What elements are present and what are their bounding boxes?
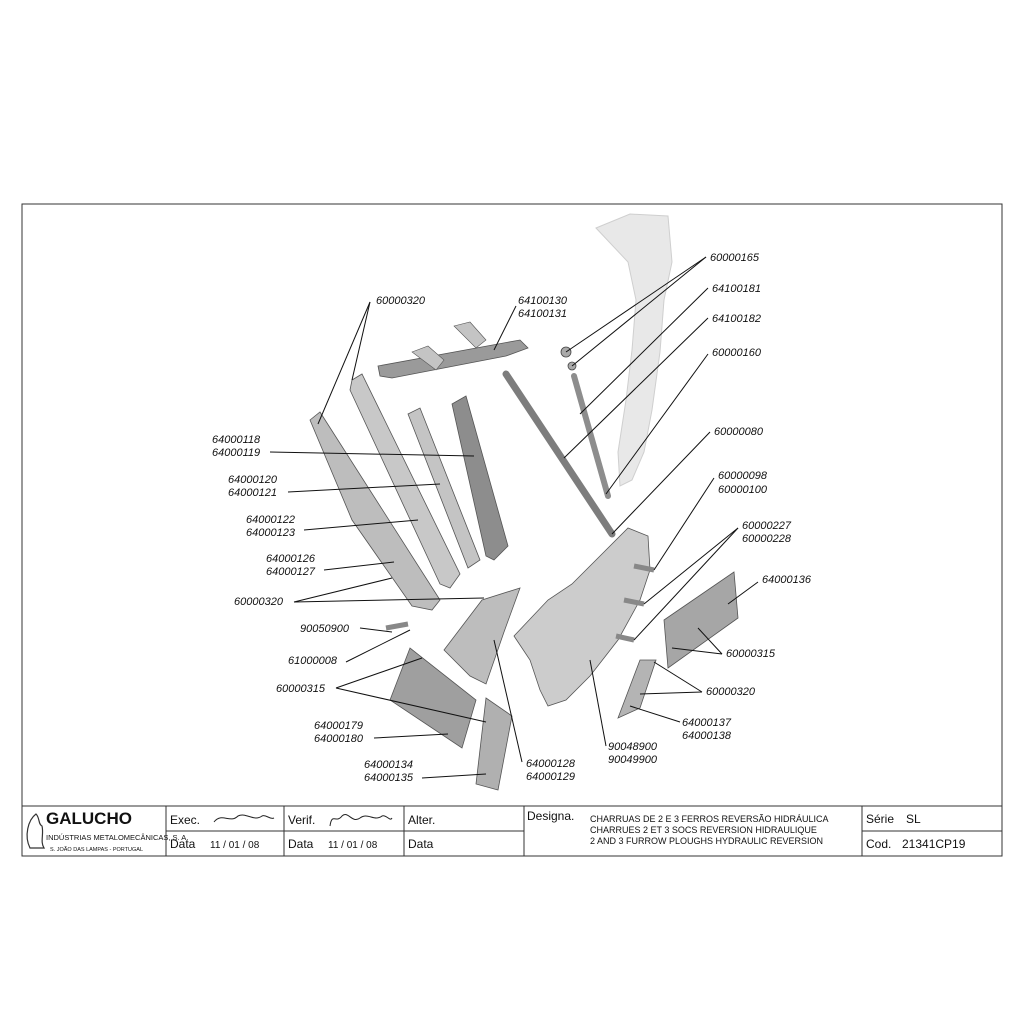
plate-64000122 [407, 407, 481, 569]
label-60000227: 60000227 [742, 520, 792, 532]
data-label-2: Data [288, 837, 314, 851]
alter-label: Alter. [408, 813, 435, 827]
label-64000180: 64000180 [314, 733, 364, 745]
leader-lines [269, 256, 759, 779]
label-64100131: 64100131 [518, 308, 567, 320]
plate-64000119-dark [451, 395, 509, 561]
designa-line-2: CHARRUES 2 ET 3 SOCS REVERSION HIDRAULIQ… [590, 825, 817, 835]
strut-rod-1 [502, 370, 616, 538]
label-90048900: 90048900 [608, 741, 658, 753]
share-64000128 [443, 587, 521, 685]
heel-64000134 [475, 697, 513, 791]
top-bracket-part [377, 339, 529, 379]
label-64000119: 64000119 [212, 447, 260, 459]
label-64000135: 64000135 [364, 772, 414, 784]
data-value-1: 11 / 01 / 08 [210, 840, 260, 851]
label-60000228: 60000228 [742, 533, 792, 545]
cod-label: Cod. [866, 837, 891, 851]
bolt-60000098 [633, 563, 655, 573]
frog-90048900 [513, 527, 651, 707]
plate-64000137 [617, 659, 657, 719]
title-block: GALUCHO INDÚSTRIAS METALOMECÂNICAS, S. A… [22, 805, 1002, 856]
label-64000138: 64000138 [682, 730, 732, 742]
plate-64000118 [309, 411, 441, 611]
part-labels: 60000165 64100181 64100182 60000160 6000… [212, 252, 812, 784]
label-64100182: 64100182 [712, 313, 761, 325]
label-64000126: 64000126 [266, 553, 316, 565]
label-60000320-left: 60000320 [234, 596, 284, 608]
data-value-2: 11 / 01 / 08 [328, 840, 378, 851]
label-60000160: 60000160 [712, 347, 762, 359]
label-64000137: 64000137 [682, 717, 732, 729]
label-64000120: 64000120 [228, 474, 278, 486]
label-90049900: 90049900 [608, 754, 658, 766]
label-64100181: 64100181 [712, 283, 761, 295]
label-60000320-right: 60000320 [706, 686, 756, 698]
label-64000118: 64000118 [212, 434, 261, 446]
label-61000008: 61000008 [288, 655, 338, 667]
rooster-icon [26, 813, 46, 849]
label-60000100: 60000100 [718, 484, 768, 496]
galucho-logo: GALUCHO INDÚSTRIAS METALOMECÂNICAS, S. A… [26, 809, 188, 853]
data-label-3: Data [408, 837, 434, 851]
label-60000315-left: 60000315 [276, 683, 326, 695]
plate-64000136 [663, 571, 739, 669]
label-60000098: 60000098 [718, 470, 768, 482]
label-64000179: 64000179 [314, 720, 363, 732]
plate-64000120 [349, 373, 461, 589]
label-64000123: 64000123 [246, 527, 296, 539]
label-60000320-top: 60000320 [376, 295, 426, 307]
label-90050900: 90050900 [300, 623, 350, 635]
bolt-60000227-a [623, 597, 645, 607]
serie-value: SL [906, 812, 921, 826]
label-60000165: 60000165 [710, 252, 760, 264]
label-64000129: 64000129 [526, 771, 575, 783]
data-label-1: Data [170, 837, 196, 851]
ghost-frame-part [595, 213, 673, 487]
top-bracket-ear-left [411, 345, 445, 371]
designa-line-1: CHARRUAS DE 2 E 3 FERROS REVERSÃO HIDRÁU… [590, 814, 829, 824]
label-60000080: 60000080 [714, 426, 764, 438]
cod-value: 21341CP19 [902, 837, 966, 851]
label-64000122: 64000122 [246, 514, 295, 526]
parts-drawing [309, 213, 739, 791]
label-64000128: 64000128 [526, 758, 576, 770]
serie-label: Série [866, 812, 894, 826]
verif-signature [329, 814, 393, 827]
drawing-frame [21, 203, 1003, 857]
strut-rod-2 [571, 373, 611, 499]
top-bracket-ear-right [453, 321, 487, 349]
label-64100130: 64100130 [518, 295, 568, 307]
label-64000134: 64000134 [364, 759, 413, 771]
company-address: S. JOÃO DAS LAMPAS - PORTUGAL [50, 846, 143, 853]
bolt-90050900 [385, 621, 409, 631]
company-name: GALUCHO [46, 809, 132, 828]
exec-label: Exec. [170, 813, 200, 827]
verif-label: Verif. [288, 813, 315, 827]
bolt-60000227-b [615, 633, 635, 643]
designa-label: Designa. [527, 809, 574, 823]
label-60000315-right: 60000315 [726, 648, 776, 660]
landside-64000179 [389, 647, 477, 749]
label-64000121: 64000121 [228, 487, 277, 499]
label-64000136: 64000136 [762, 574, 812, 586]
company-subtitle: INDÚSTRIAS METALOMECÂNICAS, S. A. [46, 833, 188, 842]
designa-line-3: 2 AND 3 FURROW PLOUGHS HYDRAULIC REVERSI… [590, 836, 823, 846]
label-64000127: 64000127 [266, 566, 316, 578]
exec-signature [213, 814, 275, 823]
